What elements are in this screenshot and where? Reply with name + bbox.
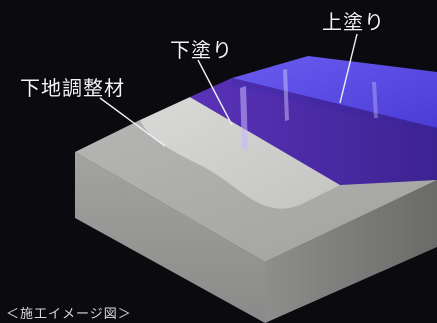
top-coat-leader bbox=[339, 33, 358, 104]
slab-left-face bbox=[75, 152, 265, 323]
diagram-caption: ＜施工イメージ図＞ bbox=[6, 307, 132, 322]
top-coat-layer bbox=[232, 56, 437, 128]
slab-front-face bbox=[265, 180, 437, 323]
top-coat-edge bbox=[232, 78, 437, 136]
base-coat-leader bbox=[197, 59, 233, 126]
top-coat-label: 上塗り bbox=[322, 10, 385, 34]
base-coat-layer bbox=[190, 78, 437, 185]
primer-leader bbox=[99, 97, 166, 147]
gloss-highlight bbox=[283, 69, 289, 121]
primer-layer bbox=[140, 97, 340, 209]
base-coat-label: 下塗り bbox=[170, 38, 233, 62]
gloss-highlight bbox=[240, 86, 248, 150]
primer-label: 下地調整材 bbox=[20, 76, 125, 100]
gloss-highlight bbox=[372, 82, 378, 118]
